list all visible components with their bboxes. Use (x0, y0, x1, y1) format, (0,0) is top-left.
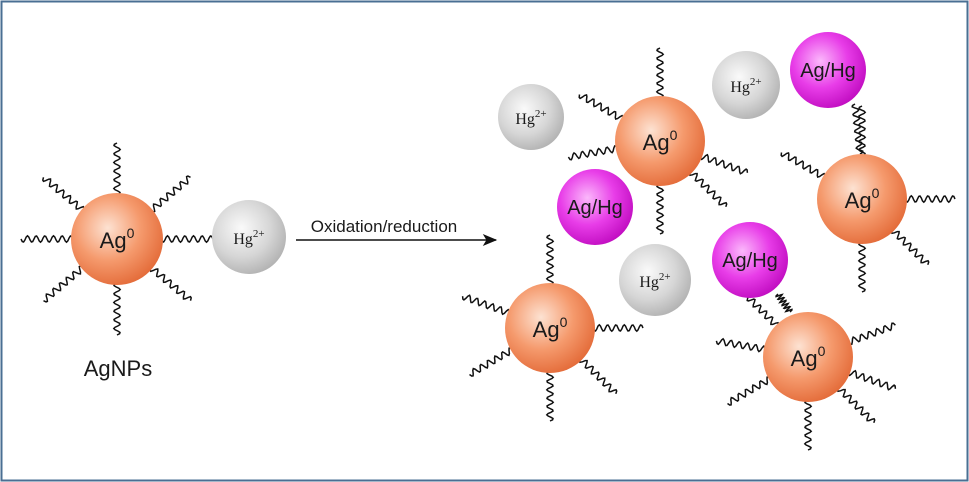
ligand-chain (904, 194, 956, 204)
ligand-chain (655, 47, 665, 99)
agnp-particle-left: Ag0 (71, 193, 163, 285)
ligand-chain (836, 387, 876, 424)
ligand-chain (20, 234, 74, 244)
ligand-chain (567, 145, 619, 161)
mercury-ion-product-1: Hg2+ (498, 84, 564, 150)
ligand-chain (803, 399, 813, 451)
ligand-chain (578, 93, 624, 121)
ligand-chain (545, 370, 555, 422)
ligand-chain (727, 376, 772, 406)
ligand-chains (20, 47, 956, 451)
silver-particle-product-2: Ag0 (817, 154, 907, 244)
mercury-ion-sphere (212, 200, 286, 274)
silver-particle-product-3: Ag0 (505, 283, 595, 373)
reaction-label: Oxidation/reduction (311, 217, 457, 236)
silver-particle-sphere (505, 283, 595, 373)
mercury-symbol: Hg (233, 231, 253, 248)
mercury-charge: 2+ (535, 108, 547, 120)
mercury-ion-sphere (712, 51, 780, 119)
reaction-arrow: Oxidation/reduction (296, 217, 498, 246)
ligand-chain (890, 229, 930, 266)
silver-particle-sphere (817, 154, 907, 244)
silver-symbol: Ag (791, 346, 818, 371)
silver-symbol: Ag (643, 130, 670, 155)
svg-text:Hg2+: Hg2+ (730, 76, 761, 96)
amalgam-label: Ag/Hg (722, 250, 778, 272)
ligand-chain (699, 153, 749, 175)
svg-text:Ag0: Ag0 (791, 343, 826, 371)
ligand-chain (847, 322, 896, 346)
mercury-ion-left: Hg2+ (212, 200, 286, 274)
mercury-charge: 2+ (750, 76, 762, 88)
silver-symbol: Ag (845, 188, 872, 213)
silver-symbol: Ag (533, 317, 560, 342)
ligand-chain (655, 183, 665, 235)
ligand-chain (112, 142, 122, 196)
ligand-chain (715, 337, 767, 353)
amalgam-sphere (712, 222, 788, 298)
amalgam-sphere (790, 32, 866, 108)
ligand-chain (149, 267, 193, 301)
svg-text:Ag0: Ag0 (643, 127, 678, 155)
ligand-chain (851, 103, 864, 155)
silver-oxidation-state: 0 (127, 225, 135, 241)
svg-text:Hg2+: Hg2+ (233, 228, 264, 248)
ligand-chain (780, 151, 826, 179)
silver-particle-sphere (763, 312, 853, 402)
ligand-chain (592, 323, 644, 333)
svg-text:Ag0: Ag0 (845, 185, 880, 213)
ligand-chain (43, 265, 84, 303)
mercury-ion-sphere (619, 244, 691, 316)
ligand-chain (857, 241, 867, 293)
silver-oxidation-state: 0 (560, 314, 568, 330)
ligand-chain (688, 171, 728, 208)
ligand-chain (775, 293, 793, 313)
silver-symbol: Ag (100, 228, 127, 253)
ligand-chain (578, 358, 618, 395)
silver-oxidation-state: 0 (818, 343, 826, 359)
ligand-chain (41, 177, 85, 211)
agnps-caption: AgNPs (84, 356, 152, 381)
ligand-chain (112, 282, 122, 336)
silver-oxidation-state: 0 (872, 185, 880, 201)
svg-text:Hg2+: Hg2+ (639, 271, 670, 291)
silver-particle-sphere (615, 96, 705, 186)
silver-particle-product-1: Ag0 (615, 96, 705, 186)
mercury-symbol: Hg (730, 79, 750, 96)
mercury-ion-sphere (498, 84, 564, 150)
amalgam-label: Ag/Hg (800, 60, 856, 82)
svg-text:Ag0: Ag0 (100, 225, 135, 253)
silver-particle-sphere (71, 193, 163, 285)
ligand-chain (857, 105, 867, 157)
mercury-charge: 2+ (659, 271, 671, 283)
ligand-chain (461, 294, 511, 316)
silver-particle-product-4: Ag0 (763, 312, 853, 402)
ligand-chain (150, 175, 191, 213)
ligand-chain (847, 369, 897, 391)
amalgam-particle-3: Ag/Hg (712, 222, 788, 298)
mercury-symbol: Hg (515, 111, 535, 128)
mercury-ion-product-2: Hg2+ (712, 51, 780, 119)
mercury-charge: 2+ (253, 228, 265, 240)
svg-text:Ag0: Ag0 (533, 314, 568, 342)
ligand-chain (469, 347, 514, 377)
mercury-symbol: Hg (639, 274, 659, 291)
amalgam-particle-1: Ag/Hg (790, 32, 866, 108)
svg-text:Hg2+: Hg2+ (515, 108, 546, 128)
mercury-ion-product-3: Hg2+ (619, 244, 691, 316)
ligand-chain (160, 234, 214, 244)
amalgam-label: Ag/Hg (567, 197, 623, 219)
amalgam-sphere (557, 169, 633, 245)
amalgam-particle-2: Ag/Hg (557, 169, 633, 245)
ligand-chain (545, 234, 555, 286)
silver-oxidation-state: 0 (670, 127, 678, 143)
